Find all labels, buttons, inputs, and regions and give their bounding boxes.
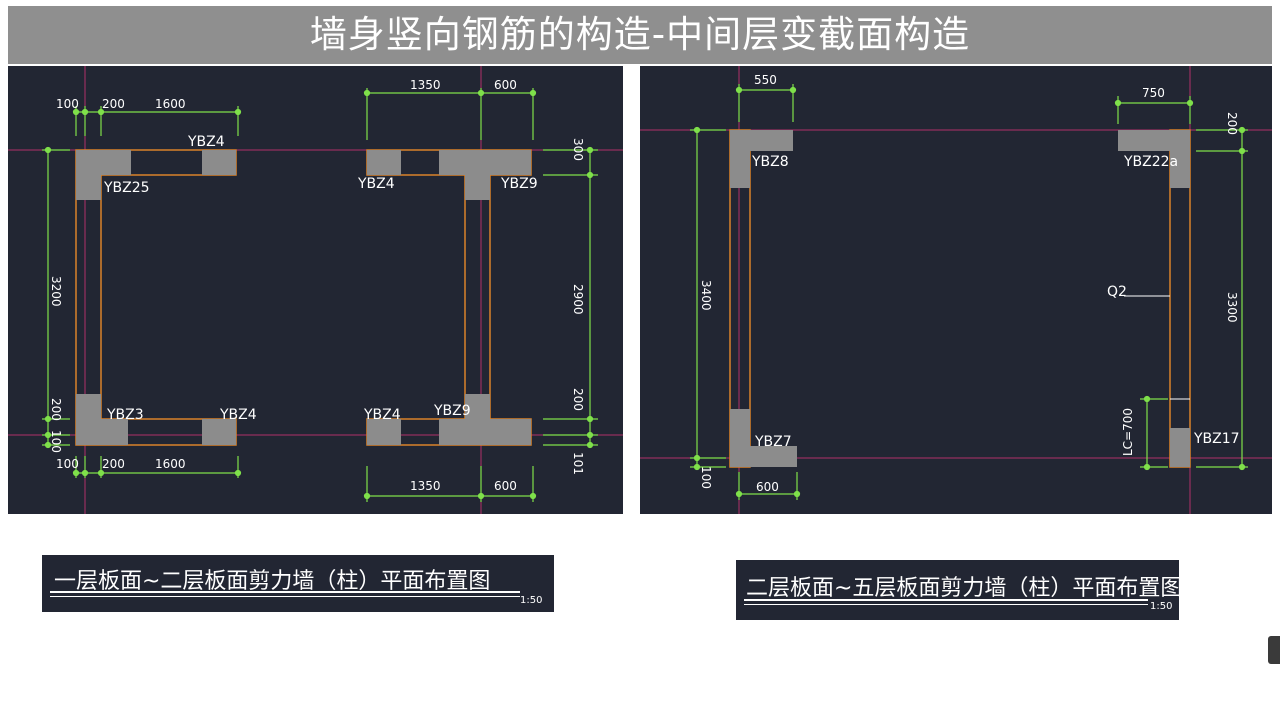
left-wall-i [366, 149, 532, 446]
left-caption-scale: 1:50 [520, 595, 543, 606]
dim-200: 200 [1225, 112, 1239, 135]
label-ybz17: YBZ17 [1193, 431, 1240, 447]
right-drawing-svg: 550 750 200 3400 3300 LC=700 100 600 YBZ… [640, 66, 1272, 514]
left-column-labels: YBZ4 YBZ25 YBZ4 YBZ9 YBZ3 YBZ4 YBZ4 YBZ9 [103, 134, 538, 423]
left-caption-underline-2 [50, 596, 520, 597]
dim-100-top: 100 [56, 97, 79, 111]
label-ybz25: YBZ25 [103, 180, 150, 196]
dim-3200: 3200 [49, 276, 63, 307]
label-ybz4-d: YBZ4 [363, 407, 401, 423]
dim-3400: 3400 [699, 280, 713, 311]
right-wall-left [729, 129, 797, 468]
dim-600: 600 [756, 480, 779, 494]
col-ybz4-bot-left [202, 419, 236, 445]
dim-lc: LC=700 [1121, 408, 1135, 456]
label-ybz4-b: YBZ4 [357, 176, 395, 192]
left-drawing-svg: 100 200 1600 1350 600 300 2900 200 101 3… [8, 66, 623, 514]
dim-300: 300 [571, 138, 585, 161]
dim-600-bot: 600 [494, 479, 517, 493]
right-dimension-lines [690, 84, 1248, 500]
left-dimension-lines [42, 88, 598, 502]
dim-101: 101 [571, 452, 585, 475]
label-ybz8: YBZ8 [751, 154, 789, 170]
label-ybz9-a: YBZ9 [500, 176, 538, 192]
right-column-labels: YBZ8 YBZ22a Q2 YBZ7 YBZ17 [751, 154, 1240, 450]
label-ybz4-c: YBZ4 [219, 407, 257, 423]
dim-550: 550 [754, 73, 777, 87]
dim-1600-top: 1600 [155, 97, 186, 111]
left-wall-c [75, 149, 237, 446]
col-ybz4-top-left [202, 150, 236, 175]
label-q2: Q2 [1107, 284, 1127, 300]
slide-title-bar: 墙身竖向钢筋的构造-中间层变截面构造 [8, 6, 1272, 64]
col-ybz17 [1170, 428, 1190, 467]
col-ybz4-bot-right [367, 419, 401, 445]
dim-600-top: 600 [494, 78, 517, 92]
label-ybz22a: YBZ22a [1123, 154, 1178, 170]
dim-2900: 2900 [571, 284, 585, 315]
dim-750: 750 [1142, 86, 1165, 100]
right-caption-scale: 1:50 [1150, 601, 1173, 612]
dim-200-left: 200 [49, 398, 63, 421]
label-ybz9-b: YBZ9 [433, 403, 471, 419]
left-caption-title: 一层板面~二层板面剪力墙（柱）平面布置图 [54, 569, 491, 594]
label-ybz7: YBZ7 [754, 434, 792, 450]
left-caption-underline [50, 591, 520, 593]
slide-title: 墙身竖向钢筋的构造-中间层变截面构造 [309, 13, 971, 56]
dim-1600-bot: 1600 [155, 457, 186, 471]
right-drawing-panel: 550 750 200 3400 3300 LC=700 100 600 YBZ… [640, 66, 1272, 514]
right-caption-underline-2 [744, 604, 1148, 605]
dim-100-bot: 100 [56, 457, 79, 471]
right-caption-title: 二层板面~五层板面剪力墙（柱）平面布置图 [746, 576, 1183, 601]
dim-200-right: 200 [571, 388, 585, 411]
col-ybz4-top-right [367, 150, 401, 175]
dim-200-bot: 200 [102, 457, 125, 471]
right-dimension-texts: 550 750 200 3400 3300 LC=700 100 600 [699, 73, 1239, 494]
right-wall-right [1118, 129, 1191, 468]
right-caption-box: 二层板面~五层板面剪力墙（柱）平面布置图 1:50 [736, 560, 1183, 620]
dim-3300: 3300 [1225, 292, 1239, 323]
label-ybz3: YBZ3 [106, 407, 144, 423]
side-scroll-handle[interactable] [1268, 636, 1280, 664]
left-caption-box: 一层板面~二层板面剪力墙（柱）平面布置图 1:50 [42, 555, 554, 612]
dim-1350-top: 1350 [410, 78, 441, 92]
dim-1350-bot: 1350 [410, 479, 441, 493]
label-ybz4-a: YBZ4 [187, 134, 225, 150]
left-dimension-texts: 100 200 1600 1350 600 300 2900 200 101 3… [49, 78, 585, 493]
right-caption-underline [744, 599, 1148, 601]
left-drawing-panel: 100 200 1600 1350 600 300 2900 200 101 3… [8, 66, 623, 514]
dim-100: 100 [699, 466, 713, 489]
dim-100-left: 100 [49, 430, 63, 453]
dim-200-top: 200 [102, 97, 125, 111]
